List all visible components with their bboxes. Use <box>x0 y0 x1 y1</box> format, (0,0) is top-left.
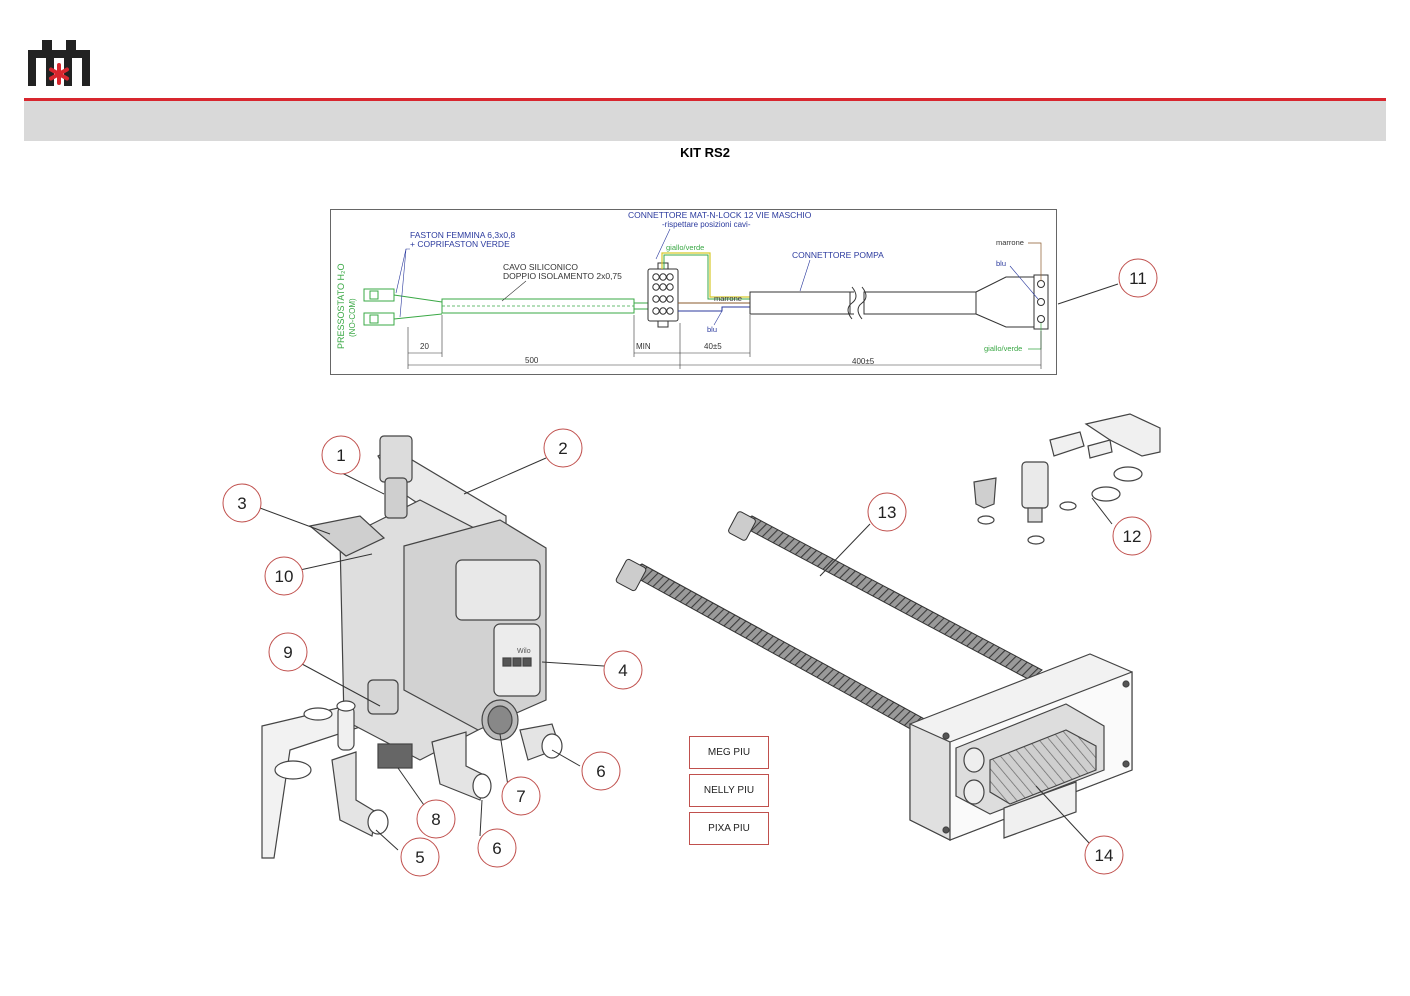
callout-2-circle <box>543 428 583 468</box>
connector-text-1: CONNETTORE MAT-N-LOCK 12 VIE MASCHIO <box>628 210 812 220</box>
callout-5: 5 <box>415 848 424 867</box>
callout-6b: 6 <box>492 839 501 858</box>
cable-text-1: CAVO SILICONICO <box>503 262 578 272</box>
dim-500: 500 <box>525 356 539 365</box>
callout-3-circle <box>222 483 262 523</box>
callout-9-circle <box>268 632 308 672</box>
callout-10: 10 <box>275 567 294 586</box>
callout-7: 7 <box>516 787 525 806</box>
wire-yellow-green-right: giallo/verde <box>984 344 1022 353</box>
wire-yellow-green-top: giallo/verde <box>666 243 704 252</box>
callout-8-circle <box>416 799 456 839</box>
brand-logo <box>28 40 90 86</box>
pressure-switch-sub: (NO-COM) <box>348 298 357 337</box>
flexible-pipes <box>615 511 1043 733</box>
pressure-switch-label: PRESSOSTATO H₂O <box>336 263 346 349</box>
pump-logo: Wilo <box>517 648 531 655</box>
callout-7-circle <box>501 776 541 816</box>
callout-6a: 6 <box>596 762 605 781</box>
connector-text-2: -rispettare posizioni cavi- <box>662 220 751 229</box>
callout-4-circle <box>603 650 643 690</box>
wire-blue-mid: blu <box>707 325 717 334</box>
callout-10-circle <box>264 556 304 596</box>
callout-1: 1 <box>336 446 345 465</box>
callout-14: 14 <box>1095 846 1114 865</box>
cable-text-2: DOPPIO ISOLAMENTO 2x0,75 <box>503 271 622 281</box>
callout-12: 12 <box>1123 527 1142 546</box>
pump-connector-text: CONNETTORE POMPA <box>792 250 884 260</box>
callout-6a-circle <box>581 751 621 791</box>
model-nelly-piu: NELLY PIU <box>689 774 769 807</box>
hydraulic-group <box>261 435 563 859</box>
callout-13: 13 <box>878 503 897 522</box>
dim-20: 20 <box>420 342 429 351</box>
header-rule <box>24 98 1386 101</box>
callout-14-circle <box>1084 835 1124 875</box>
kit-title: KIT RS2 <box>680 145 730 160</box>
callout-9: 9 <box>283 643 292 662</box>
header-band <box>24 101 1386 141</box>
dim-40: 40±5 <box>704 342 722 351</box>
wire-brown-mid: marrone <box>714 294 742 303</box>
kit-parts <box>973 413 1161 545</box>
callout-12-circle <box>1112 516 1152 556</box>
wiring-diagram: PRESSOSTATO H₂O (NO-COM) FASTON FEMMINA … <box>330 209 1057 375</box>
callout-11: 11 <box>1129 269 1147 288</box>
dim-min: MIN <box>636 342 651 351</box>
model-meg-piu: MEG PIU <box>689 736 769 769</box>
model-pixa-piu: PIXA PIU <box>689 812 769 845</box>
callout-5-circle <box>400 837 440 877</box>
callout-6b-circle <box>477 828 517 868</box>
faston-text-1: FASTON FEMMINA 6,3x0,8 <box>410 230 515 240</box>
faston-text-2: + COPRIFASTON VERDE <box>410 239 510 249</box>
wire-blue-right: blu <box>996 259 1006 268</box>
callout-4: 4 <box>618 661 627 680</box>
callout-3: 3 <box>237 494 246 513</box>
callout-13-circle <box>867 492 907 532</box>
callout-8: 8 <box>431 810 440 829</box>
plate-heat-exchanger <box>909 653 1133 841</box>
model-list: MEG PIU NELLY PIU PIXA PIU <box>689 736 771 850</box>
dim-400: 400±5 <box>852 357 875 366</box>
callout-1-circle <box>321 435 361 475</box>
callout-2: 2 <box>558 439 567 458</box>
wire-brown-right: marrone <box>996 238 1024 247</box>
callout-11-circle <box>1118 258 1158 298</box>
